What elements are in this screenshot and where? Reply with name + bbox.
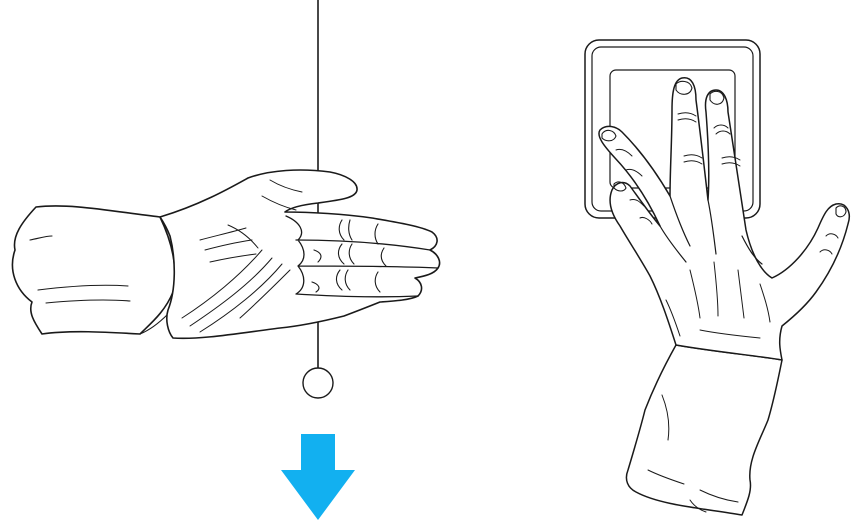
right-hand-outline xyxy=(599,78,849,360)
right-hand-illustration xyxy=(599,78,849,515)
left-hand-outline xyxy=(160,170,440,338)
down-arrow-icon xyxy=(281,434,355,520)
left-hand-illustration xyxy=(12,0,439,368)
right-sleeve xyxy=(626,345,782,515)
left-sleeve xyxy=(12,206,174,334)
plumb-bob-icon xyxy=(303,368,333,398)
